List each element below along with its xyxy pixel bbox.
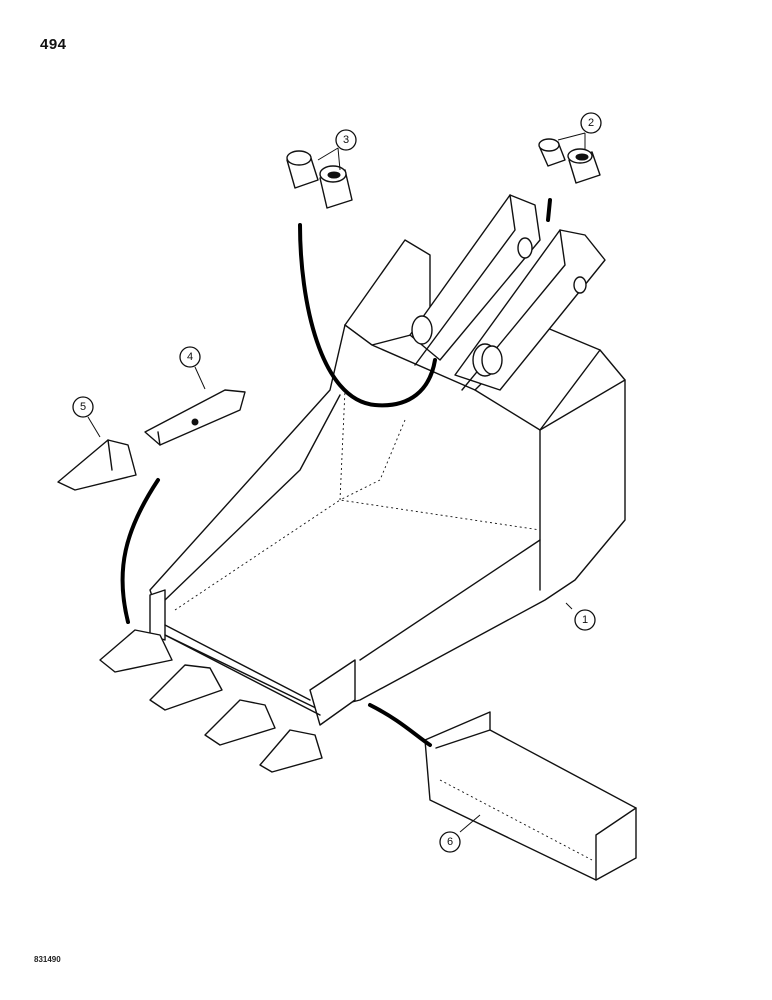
callout-2: 2 (557, 112, 602, 150)
callout-5: 5 (72, 396, 101, 438)
pivot-ears (409, 194, 606, 391)
callout-label-5: 5 (80, 401, 86, 413)
bushings-3 (286, 150, 353, 209)
bucket (149, 239, 626, 726)
leader-lines (120, 198, 552, 747)
page-number: 494 (40, 36, 67, 53)
callout-label-6: 6 (447, 836, 453, 848)
mounted-teeth (99, 629, 323, 773)
bushings-2 (538, 138, 601, 184)
callout-3: 3 (317, 129, 357, 171)
figure-code: 831490 (34, 955, 61, 964)
callout-label-2: 2 (588, 117, 594, 129)
callout-1: 1 (565, 602, 596, 631)
tooth-tip-5 (57, 439, 137, 491)
wear-plate-6 (424, 711, 637, 881)
callout-4: 4 (179, 346, 206, 390)
callout-label-1: 1 (582, 614, 588, 626)
callout-label-3: 3 (343, 134, 349, 146)
tooth-adapter-4 (144, 389, 246, 446)
callout-6: 6 (439, 814, 481, 853)
callout-label-4: 4 (187, 351, 193, 363)
